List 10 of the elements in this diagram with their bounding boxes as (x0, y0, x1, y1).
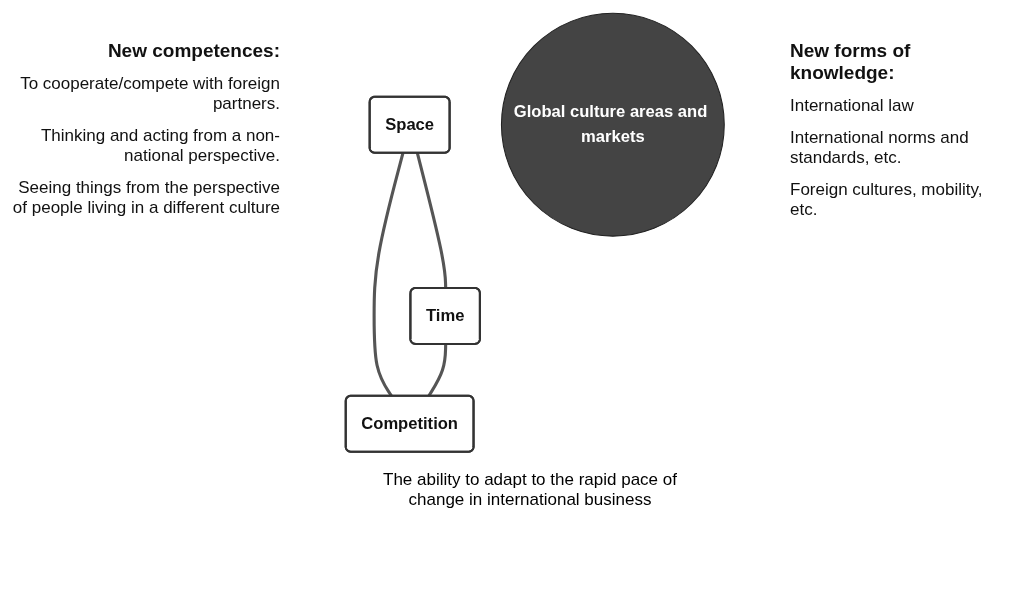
note-text: International law (790, 96, 915, 116)
heading: New competences: (106, 40, 280, 62)
note-text: Foreign cultures, mobility, etc. (790, 180, 984, 220)
heading: New forms of knowledge: (790, 40, 912, 84)
note-text: To cooperate/compete with foreign partners. (19, 74, 280, 114)
note-text: Seeing things from the perspective of people living in a different culture (11, 178, 280, 218)
node-circle: Global culture areas and markets (500, 12, 725, 237)
note-text: The ability to adapt to the rapid pace of change in international business (382, 470, 678, 510)
note-text: Thinking and acting from a non-national perspective. (39, 126, 280, 166)
note-text: International norms and standards, etc. (790, 128, 970, 168)
